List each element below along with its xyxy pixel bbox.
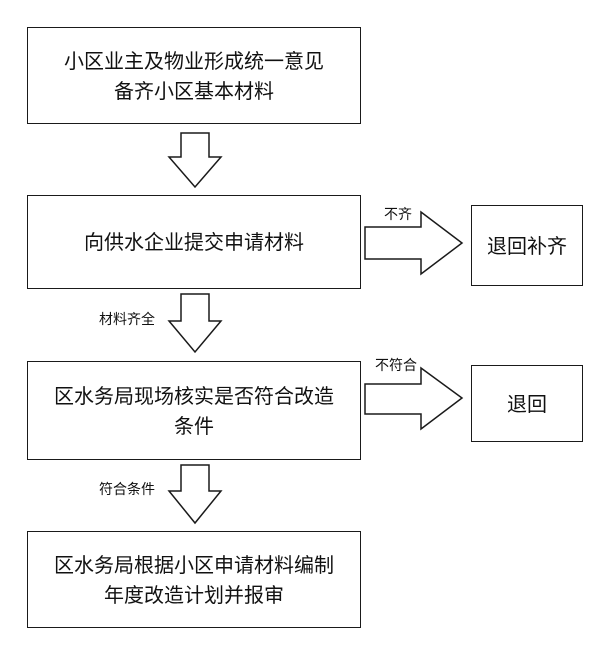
step-box-4: 区水务局根据小区申请材料编制年度改造计划并报审 [27,531,361,628]
step-text-3: 区水务局现场核实是否符合改造条件 [54,383,334,438]
flow-arrow-down-2 [167,293,223,354]
step-box-3: 区水务局现场核实是否符合改造条件 [27,361,361,460]
side-text-1: 退回补齐 [487,233,567,258]
step-box-2: 向供水企业提交申请材料 [27,195,361,289]
side-box-return-supplement: 退回补齐 [471,205,583,286]
label-materials-complete: 材料齐全 [99,312,155,328]
flow-arrow-down-3 [167,464,223,525]
side-box-return: 退回 [471,365,583,442]
flow-arrow-down-1 [167,132,223,189]
step-text-2: 向供水企业提交申请材料 [84,230,304,254]
label-compliant: 符合条件 [99,482,155,498]
step-text-1: 小区业主及物业形成统一意见 备齐小区基本材料 [64,48,324,103]
side-text-2: 退回 [507,391,547,416]
step-text-4: 区水务局根据小区申请材料编制年度改造计划并报审 [54,552,334,607]
label-not-complete: 不齐 [384,207,412,223]
flow-arrow-right-2 [364,366,464,431]
step-box-1: 小区业主及物业形成统一意见 备齐小区基本材料 [27,27,361,124]
label-not-compliant: 不符合 [375,358,417,374]
flow-arrow-right-1 [364,210,464,276]
